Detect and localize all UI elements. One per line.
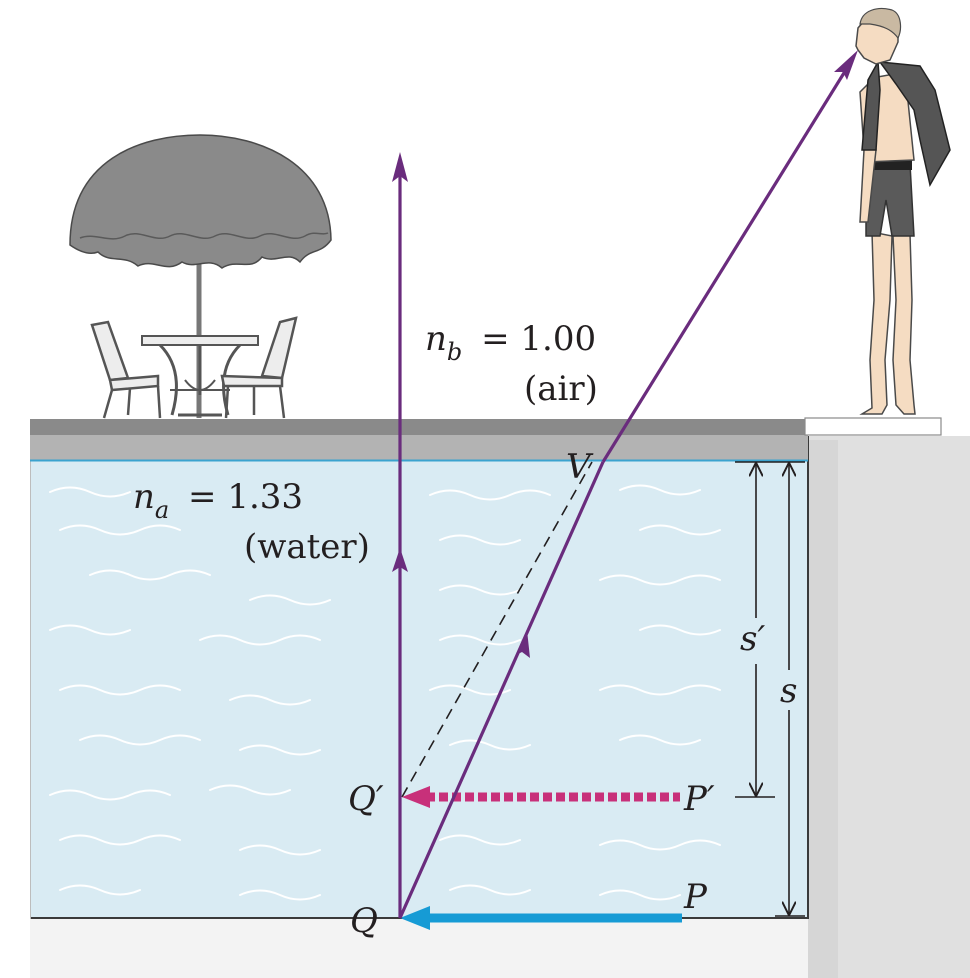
point-q-label: Q [350,901,378,941]
pool-wall-gradient [808,436,970,978]
n-b-value: = 1.00 [481,319,597,359]
standing-person-icon [855,7,951,415]
n-b-label: nb = 1.00 [425,319,597,364]
point-p-prime-label: P′ [684,779,715,819]
deck-right-ledge [804,417,942,436]
vertical-ray-arrowhead-mid [392,548,408,572]
image-arrow-head [402,786,430,808]
refracted-ray-water [398,461,605,919]
deck-top [30,419,808,435]
pool-left-edge [30,436,31,919]
n-a-symbol: n [133,477,155,517]
water-label: (water) [244,527,370,567]
n-a-value: = 1.33 [188,477,304,517]
point-q-prime-label: Q′ [348,779,384,819]
pool-right-wall [807,436,809,919]
n-b-subscript: b [446,338,463,366]
point-v-label: V [566,447,591,487]
deck-side [30,435,808,460]
pool-water [30,460,808,918]
refracted-ray-arrowhead-water [516,630,530,658]
s-prime-label: s′ [740,619,766,659]
patio-chair-icon [90,316,298,419]
refracted-ray-air [601,59,854,463]
n-b-symbol: n [425,319,447,359]
water-ripples [49,484,721,901]
object-arrow-head [400,906,430,930]
point-p-label: P [684,877,707,917]
virtual-ray-dashed [401,461,593,798]
refracted-ray-arrowhead-air [834,50,858,80]
n-a-label: na = 1.33 [133,477,304,522]
s-label: s [780,671,798,711]
vertical-ray-arrowhead-top [392,152,408,182]
pool-bottom-fade [30,919,808,978]
n-a-subscript: a [154,496,170,524]
air-label: (air) [524,369,598,409]
